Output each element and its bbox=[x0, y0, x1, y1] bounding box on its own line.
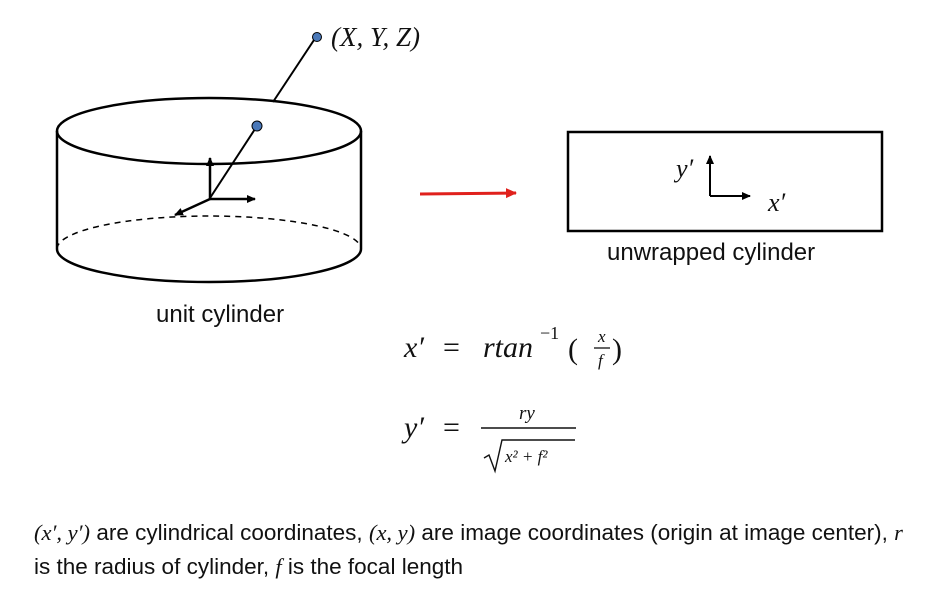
ray-outer-segment bbox=[272, 36, 317, 103]
eq1-lhs: x′ bbox=[403, 331, 424, 364]
eq1-superscript: −1 bbox=[540, 323, 559, 343]
eq1-function: rtan bbox=[483, 331, 533, 364]
cylinder-bottom-back-arc-dashed bbox=[56, 215, 362, 250]
caption-text-2: are image coordinates (origin at image c… bbox=[415, 520, 895, 545]
cylinder-top-ellipse bbox=[55, 96, 363, 166]
cylinder-bottom-front-arc bbox=[55, 248, 363, 284]
eq1-close-paren: ) bbox=[612, 333, 622, 366]
eq1-denominator: f bbox=[598, 351, 605, 370]
projection-ray bbox=[209, 36, 317, 199]
world-point-label: (X, Y, Z) bbox=[331, 22, 420, 52]
cylinder-point-dot bbox=[251, 120, 263, 132]
caption-text: (x′, y′) are cylindrical coordinates, (x… bbox=[34, 516, 924, 584]
eq1-equals: = bbox=[443, 331, 460, 364]
unwrapped-cylinder-rect bbox=[566, 130, 884, 233]
caption-r: r bbox=[894, 520, 903, 545]
axis-x-prime-label: x′ bbox=[767, 188, 786, 217]
caption-f: f bbox=[275, 554, 282, 579]
unwrapped-cylinder-label: unwrapped cylinder bbox=[607, 239, 815, 266]
axis-diagonal-arrow bbox=[174, 197, 211, 217]
eq2-equals: = bbox=[443, 411, 460, 444]
eq2-numerator: ry bbox=[519, 403, 535, 424]
caption-img-coords: (x, y) bbox=[368, 520, 416, 545]
eq1-numerator: x bbox=[597, 327, 606, 346]
world-point-dot bbox=[312, 32, 322, 42]
caption-text-3: is the radius of cylinder, bbox=[34, 554, 276, 579]
origin-axes bbox=[174, 157, 256, 217]
caption-cyl-coords: (x′, y′) bbox=[34, 520, 91, 545]
axis-y-prime-label: y′ bbox=[673, 154, 694, 183]
unit-cylinder-label: unit cylinder bbox=[156, 301, 284, 328]
eq2-sqrt-sign bbox=[483, 439, 575, 474]
mapping-arrow bbox=[419, 188, 517, 199]
caption-text-4: is the focal length bbox=[281, 554, 464, 579]
caption-text-1: are cylindrical coordinates, bbox=[90, 520, 369, 545]
eq1-open-paren: ( bbox=[568, 333, 578, 366]
equation-x-prime: x′ = rtan −1 ( x f ) bbox=[403, 323, 622, 370]
eq2-lhs: y′ bbox=[401, 411, 424, 444]
eq2-radicand: x² + f² bbox=[504, 447, 548, 466]
unwrapped-axes bbox=[706, 155, 751, 200]
ray-inner-segment bbox=[209, 125, 258, 199]
equation-y-prime: y′ = ry x² + f² bbox=[401, 403, 576, 474]
